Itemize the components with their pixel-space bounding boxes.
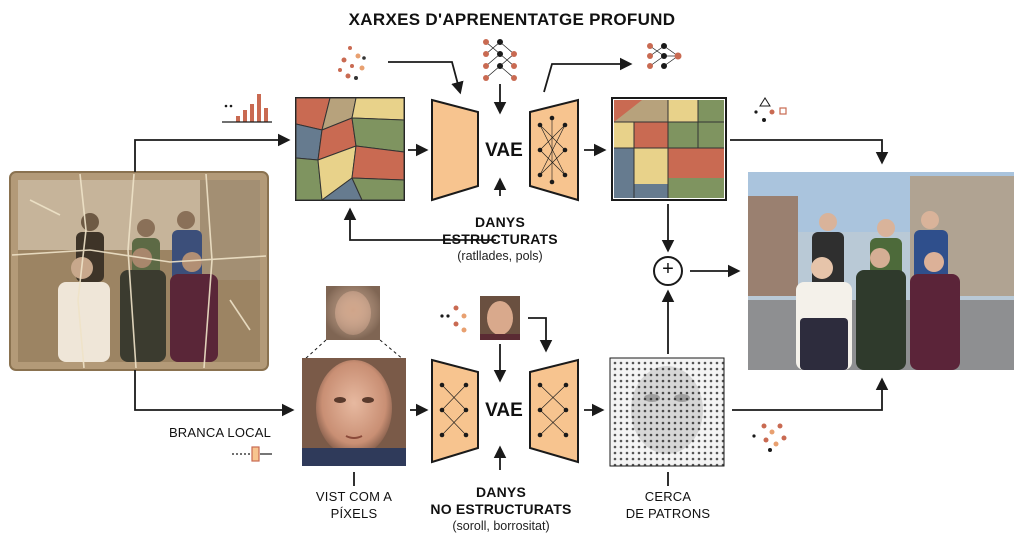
histogram-icon <box>222 94 272 123</box>
pixels-caption-line1: VIST COM A <box>315 489 393 504</box>
pattern-search-image <box>609 357 725 467</box>
structured-damage-title-line1: DANYS <box>474 214 525 230</box>
shapes-icon <box>754 97 787 122</box>
face-crop-clean <box>480 296 520 340</box>
pattern-caption-line2: DE PATRONS <box>625 506 711 521</box>
unstructured-damage-title-line2: NO ESTRUCTURATS <box>430 501 572 517</box>
local-branch-label: BRANCA LOCAL <box>168 425 272 440</box>
structured-damage-title-line2: ESTRUCTURATS <box>442 231 558 247</box>
bottom-decoder-shape <box>529 358 579 464</box>
connectors <box>134 57 889 486</box>
slider-icon <box>232 446 272 462</box>
face-crop-small <box>326 286 380 340</box>
top-vae-label: VAE <box>485 140 523 161</box>
structured-damage-detail: (ratllades, pols) <box>457 249 543 263</box>
pixels-caption-line2: PÍXELS <box>330 506 378 521</box>
unstructured-damage-title-line1: DANYS <box>475 484 526 500</box>
fusion-plus-symbol: + <box>662 258 674 280</box>
damaged-photo-cracks <box>11 173 267 369</box>
unstructured-damage-detail: (soroll, borrositat) <box>452 519 550 533</box>
face-crop-large <box>302 358 406 466</box>
restored-photo <box>748 172 1014 370</box>
bottom-encoder-shape <box>431 358 479 464</box>
neural-network-icon-top <box>483 39 517 81</box>
damaged-photo <box>9 171 269 371</box>
structured-patches-output <box>611 97 727 201</box>
structured-patches-input <box>295 97 405 201</box>
bottom-vae-label: VAE <box>485 400 523 421</box>
top-encoder-shape <box>431 98 479 202</box>
diagram-title: XARXES D'APRENENTATGE PROFUND <box>348 10 676 29</box>
dots-icon-mid <box>440 305 467 333</box>
neural-network-icon-right <box>647 43 682 69</box>
top-decoder-shape <box>529 98 579 202</box>
zoom-line-left <box>303 339 327 361</box>
dots-icon-top <box>338 46 366 80</box>
zoom-line-right <box>379 339 405 361</box>
plus-circle-icon <box>653 256 683 286</box>
dots-icon-bottom <box>752 423 787 452</box>
pattern-caption-line1: CERCA <box>644 489 692 504</box>
restored-photo-people <box>796 211 960 370</box>
